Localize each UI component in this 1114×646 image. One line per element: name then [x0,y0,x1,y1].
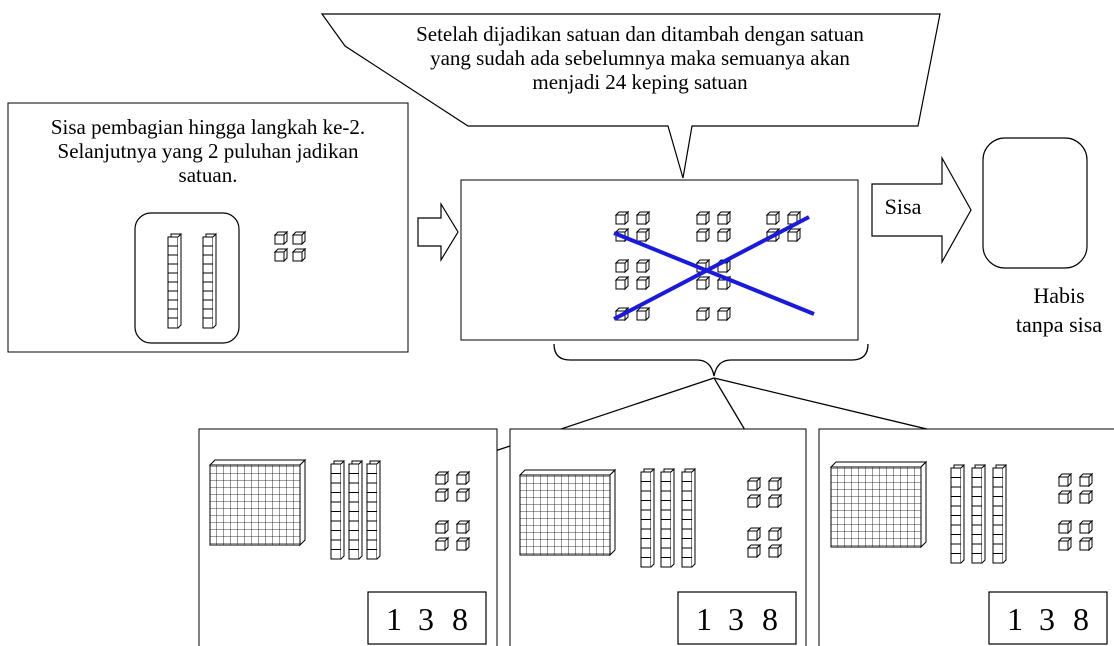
hundred-flat [209,459,306,546]
hundred-flat [830,461,927,548]
ten-rod-2 [202,233,217,329]
digit: 3 [1039,601,1055,637]
callout-text: Setelah dijadikan satuan dan ditambah de… [340,22,940,94]
group-2 [509,428,807,646]
digit: 8 [452,601,468,637]
digit: 3 [728,601,744,637]
left-panel-text: Sisa pembagian hingga langkah ke-2. Sela… [8,115,408,187]
sisa-arrow-label: Sisa [884,194,922,219]
text-line: Setelah dijadikan satuan dan ditambah de… [416,22,864,46]
digit: 1 [386,601,402,637]
digit: 8 [1073,601,1089,637]
digit: 1 [696,601,712,637]
hundred-flat [519,469,616,556]
sisa-block-arrow [871,155,972,265]
ten-rod [660,468,675,568]
ten-rod [330,460,345,560]
ten-rod-1 [167,233,182,329]
ten-rod [681,468,696,568]
result-number-box [677,591,797,645]
digit: 3 [418,601,434,637]
result-caption: Habis tanpa sisa [1004,282,1114,339]
ten-rod [950,464,965,564]
result-number-box [367,591,487,645]
block-arrow-right [417,201,459,263]
ten-rod [366,460,381,560]
brace [553,343,869,377]
center-panel [460,179,859,341]
digit: 1 [1007,601,1023,637]
ten-rod [348,460,363,560]
text-line: Habis [1033,283,1085,308]
text-line: tanpa sisa [1015,311,1103,337]
group-1 [198,428,498,646]
remainder-empty-box [982,137,1088,269]
text-line: Sisa pembagian hingga langkah ke-2. [50,115,366,139]
tens-rounded-box [134,212,240,344]
ten-rod [640,468,655,568]
cross-out-mark [613,215,815,321]
speech-callout [320,13,941,179]
digit: 8 [762,601,778,637]
text-line: satuan. [178,163,238,188]
result-number-box [988,591,1108,645]
result-digits: 1 3 8 1 3 8 1 3 8 [386,601,1089,637]
text-line: menjadi 24 keping satuan [532,70,748,95]
ten-rod [992,464,1007,564]
ten-rod [971,464,986,564]
text-line: Selanjutnya yang 2 puluhan jadikan [57,139,359,164]
group-3 [818,428,1114,646]
text-line: yang sudah ada sebelumnya maka semuanya … [430,46,850,71]
